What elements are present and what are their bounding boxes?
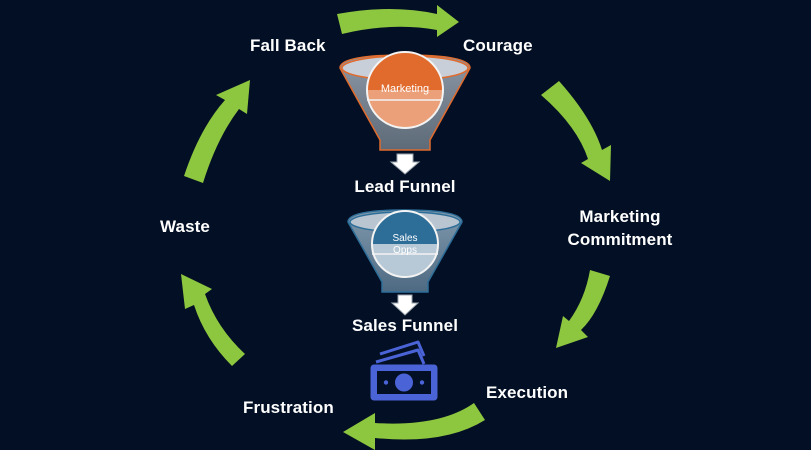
label-frustration: Frustration — [243, 398, 334, 417]
cycle-arrows — [181, 5, 611, 450]
sales-funnel — [347, 209, 463, 316]
sales-funnel-inner-label-line1: Sales — [392, 233, 418, 244]
arrow-execution-to-frustration — [343, 403, 485, 450]
money-bills-icon — [370, 340, 438, 401]
label-fall-back: Fall Back — [250, 36, 326, 55]
arrow-frustration-to-waste — [181, 274, 245, 366]
sales-funnel-inner-label: Sales Opps — [372, 233, 438, 257]
sales-funnel-inner-label-line2: Opps — [393, 245, 417, 256]
lead-funnel-inner-label: Marketing — [380, 83, 430, 95]
lead-funnel-caption: Lead Funnel — [354, 177, 456, 196]
label-courage: Courage — [463, 36, 533, 55]
label-execution: Execution — [486, 383, 569, 402]
lead-funnel — [339, 51, 471, 175]
sales-down-arrow-icon — [390, 294, 420, 316]
arrow-commitment-to-execution — [556, 270, 610, 348]
lead-down-arrow-icon — [389, 153, 421, 175]
arrow-fallback-to-courage — [337, 5, 459, 37]
label-waste: Waste — [160, 217, 210, 236]
label-marketing-commitment-line2: Commitment — [567, 230, 673, 249]
arrow-courage-to-commitment — [541, 81, 611, 181]
arrow-waste-to-fallback — [184, 80, 250, 183]
label-marketing-commitment: Marketing Commitment — [546, 205, 694, 251]
sales-funnel-caption: Sales Funnel — [351, 316, 459, 335]
label-marketing-commitment-line1: Marketing — [579, 207, 661, 226]
